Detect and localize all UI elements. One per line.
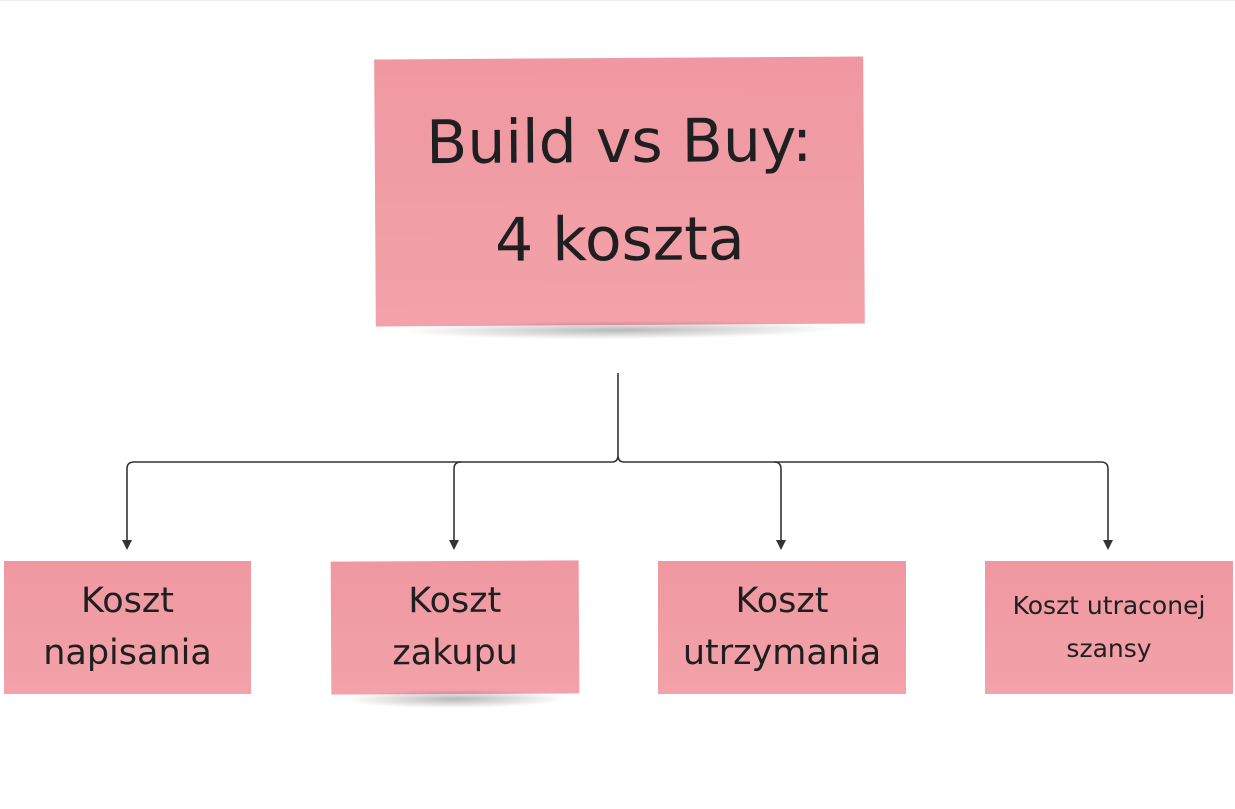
connector-branch-mid-right [624, 461, 786, 550]
child-note-line: utrzymania [682, 632, 882, 673]
connector-branch-left [122, 461, 612, 550]
child-note-line: zakupu [392, 632, 519, 673]
connector-branch-mid-left [449, 461, 462, 550]
root-note-line: 4 koszta [494, 203, 745, 276]
child-sticky-note[interactable]: Koszt utraconej szansy [985, 561, 1233, 708]
child-note-line: Koszt utraconej [1012, 591, 1206, 620]
connector-branch-right [774, 461, 1113, 550]
child-sticky-note[interactable]: Koszt zakupu [330, 560, 580, 695]
child-sticky-note[interactable]: Koszt napisania [4, 561, 251, 708]
connector-trunk [611, 373, 625, 463]
root-sticky-note[interactable]: Build vs Buy: 4 koszta [374, 56, 865, 327]
child-note-line: szansy [1066, 633, 1152, 663]
root-note-line: Build vs Buy: [425, 106, 813, 179]
child-note-line: Koszt [735, 581, 829, 622]
child-note-line: Koszt [408, 580, 502, 622]
child-note-line: Koszt [81, 581, 174, 622]
top-divider [0, 0, 1235, 1]
child-note-line: napisania [43, 632, 212, 673]
child-sticky-note[interactable]: Koszt utrzymania [658, 561, 906, 708]
